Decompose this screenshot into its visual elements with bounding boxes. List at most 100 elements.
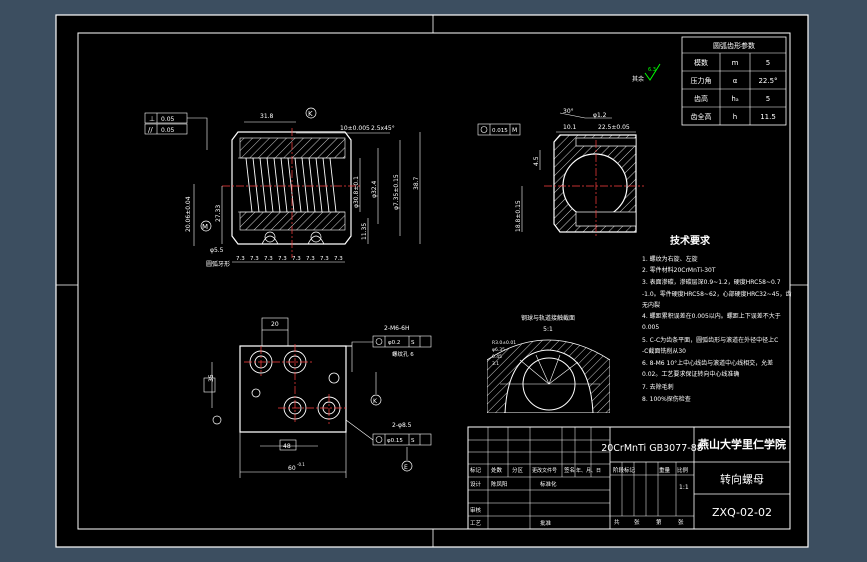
sheet-outer-border [55, 14, 809, 548]
param-name: 齿高 [694, 94, 708, 103]
param-symbol: m [732, 59, 739, 67]
tech-line: 无内裂 [642, 301, 660, 309]
tech-requirements-title: 技术要求 [670, 234, 711, 247]
tb-sheet: 共 [614, 518, 620, 526]
tb-review: 审核 [470, 506, 482, 514]
param-value: 22.5° [758, 77, 777, 85]
tb-scale-value: 1:1 [679, 484, 689, 491]
roughness-symbol-icon: 其余 6.3 [632, 63, 661, 83]
tb-sheet: 张 [634, 518, 640, 526]
datum-e-label: E [404, 464, 408, 471]
dim-label: 35 [208, 374, 215, 382]
params-table-title: 圆弧齿形参数 [713, 41, 755, 50]
param-value: 5 [766, 95, 770, 103]
drawing-number: ZXQ-02-02 [712, 506, 772, 519]
datum-m-label: M [202, 223, 208, 231]
school-name: 燕山大学里仁学院 [698, 437, 786, 451]
tb-process: 工艺 [470, 520, 482, 527]
tech-line: -C截面铣削从30 [642, 347, 686, 355]
pitch-label: 7.3 [264, 256, 273, 262]
tb-sheet: 第 [656, 518, 662, 526]
tb-header: 处数 [491, 466, 503, 474]
roughness-value: 6.3 [648, 67, 656, 73]
thread-note: 螺纹孔 6 [392, 350, 414, 358]
drawing-sheet [56, 15, 808, 547]
tolerance-value: 0.05 [161, 116, 175, 123]
pitch-label: 7.3 [306, 256, 315, 262]
tb-header: 年、月、日 [576, 467, 601, 474]
tb-scale: 比例 [677, 466, 689, 474]
tb-weight: 重量 [659, 466, 671, 474]
side-view: 0.015 M 30° φ1.2 10.1 22.5±0.05 4.5 18.8… [477, 108, 644, 236]
tolerance-value: φ0.15 [387, 438, 403, 444]
detail-label: 0.45 [492, 354, 502, 360]
dim-label: 18.8±0.15 [515, 200, 522, 232]
pitch-label: 7.3 [320, 256, 329, 262]
material-label: 20CrMnTi GB3077-88 [601, 443, 703, 454]
dim-label: φ5.5 [210, 247, 224, 254]
tb-stage: 阶段标记 [613, 466, 636, 474]
tb-sheet: 张 [678, 518, 684, 526]
dim-label: 10±0.005 [340, 125, 370, 132]
tolerance-datum: S [411, 340, 415, 346]
detail-label: 3.1 [492, 361, 499, 367]
title-block: 20CrMnTi GB3077-88 燕山大学里仁学院 转向螺母 ZXQ-02-… [467, 426, 791, 530]
dim-label: 11.35 [361, 223, 368, 240]
part-name: 转向螺母 [720, 472, 764, 486]
dim-label: 27.33 [215, 205, 222, 222]
tech-line: 5. C-C为齿条平面，圆弧齿形与滚道在外径中径上C [642, 336, 778, 344]
sheet-inner-frame [77, 32, 791, 530]
tech-line: 1. 螺纹为右旋、左旋 [642, 255, 698, 263]
dim-label: 60 [288, 465, 296, 472]
tech-line: -1.0。零件硬度HRC58~62，心部硬度HRC32~45，齿 [642, 290, 791, 298]
tech-requirements: 技术要求 1. 螺纹为右旋、左旋 2. 零件材料20CrMnTi-30T 3. … [642, 234, 791, 403]
tolerance-note: 2-φ8.5 [392, 422, 412, 429]
param-symbol: hₐ [731, 95, 738, 103]
tb-header: 标记 [470, 466, 482, 474]
dim-tolerance: -0.1 [297, 462, 305, 467]
datum-label: M [512, 127, 517, 134]
param-name: 压力角 [691, 76, 712, 85]
detail-scale: 5:1 [543, 326, 553, 333]
param-name: 模数 [694, 58, 708, 67]
detail-title: 钢球与轨道接触截面 [521, 314, 575, 322]
tolerance-datum: S [411, 438, 415, 444]
dim-label: 30° [563, 108, 574, 115]
tooth-note: 圆弧牙形 [206, 260, 230, 268]
tech-line: 2. 零件材料20CrMnTi-30T [642, 266, 716, 274]
tech-line: 7. 去除毛刺 [642, 383, 674, 391]
dim-label: φ32.4 [371, 181, 378, 199]
dim-label: 10.1 [563, 124, 577, 131]
param-symbol: α [733, 77, 738, 85]
pitch-label: 7.3 [278, 256, 287, 262]
dim-label: φ30.8±0.1 [353, 176, 360, 208]
dim-label: 2.5x45° [371, 125, 395, 132]
tolerance-note: 2-M6-6H [384, 325, 409, 332]
tb-header: 签名 [564, 466, 575, 474]
dim-label: φ7.35±0.15 [393, 174, 400, 210]
datum-k-label: K [373, 398, 378, 405]
dim-label: 22.5±0.05 [598, 124, 630, 131]
tech-line: 8. 100%探伤检查 [642, 395, 691, 403]
tolerance-value: 0.015 [492, 128, 508, 134]
param-name: 齿全高 [691, 112, 712, 121]
frame-centre-marks [56, 15, 808, 547]
dim-label: φ1.2 [593, 112, 607, 119]
dim-label: 4.5 [533, 156, 540, 166]
tolerance-value: φ0.2 [388, 340, 400, 346]
param-value: 5 [766, 59, 770, 67]
tb-design: 设计 [470, 480, 482, 488]
detail-view: 钢球与轨道接触截面 5:1 R3.0±0.01 φ6.35 0.45 3.1 [487, 314, 610, 413]
dim-label: 48 [283, 443, 291, 450]
roughness-note-label: 其余 [632, 75, 644, 83]
plan-view: 20 35 48 60 -0.1 [203, 317, 432, 478]
tech-line: 6. 8-M6 10°上中心线齿与滚道中心线相交，允差 [642, 359, 773, 367]
pitch-label: 7.3 [250, 256, 259, 262]
tb-standard: 标准化 [540, 480, 557, 488]
param-value: 11.5 [760, 113, 776, 121]
dim-label: 20.06±0.04 [185, 196, 192, 232]
tb-header: 更改文件号 [532, 467, 557, 474]
dim-label: 31.8 [260, 113, 274, 120]
tech-line: 4. 螺距累积误差在0.005以内。螺距上下误差不大于 [642, 312, 781, 320]
